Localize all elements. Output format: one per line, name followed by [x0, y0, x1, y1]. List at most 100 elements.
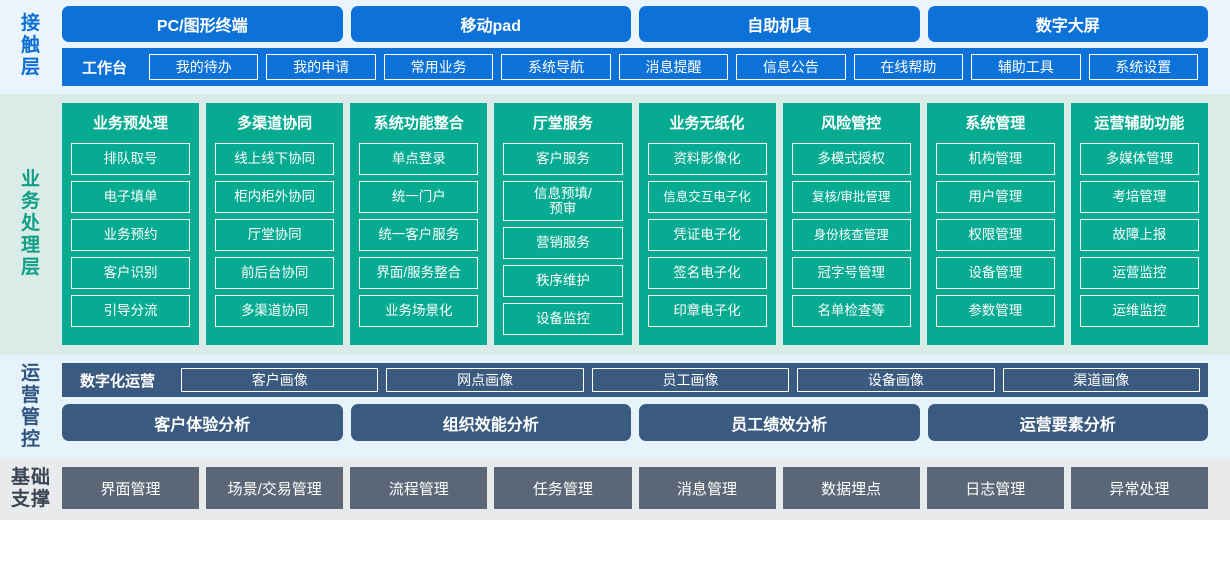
business-column: 系统管理 机构管理 用户管理 权限管理 设备管理 参数管理: [926, 103, 1064, 345]
foundation-layer: 基础支撑 界面管理 场景/交易管理 流程管理 任务管理 消息管理 数据埋点 日志…: [0, 459, 1230, 521]
channel-row: PC/图形终端 移动pad 自助机具 数字大屏: [62, 6, 1208, 42]
business-column: 厅堂服务 客户服务 信息预填/ 预审 营销服务 秩序维护 设备监控: [494, 103, 632, 345]
foundation-item[interactable]: 异常处理: [1070, 467, 1208, 510]
business-item[interactable]: 多模式授权: [791, 143, 911, 175]
foundation-item[interactable]: 任务管理: [494, 467, 632, 510]
business-item[interactable]: 多渠道协同: [215, 295, 335, 327]
foundation-item[interactable]: 数据埋点: [782, 467, 920, 510]
business-layer: 业务处理层 业务预处理 排队取号 电子填单 业务预约 客户识别 引导分流 多渠道…: [0, 94, 1230, 355]
business-item[interactable]: 参数管理: [935, 295, 1055, 327]
foundation-item[interactable]: 界面管理: [62, 467, 200, 510]
channel-item[interactable]: 数字大屏: [927, 6, 1208, 42]
portrait-chip[interactable]: 设备画像: [797, 368, 995, 392]
digital-operations-title: 数字化运营: [80, 372, 156, 390]
workbench-item[interactable]: 辅助工具: [971, 54, 1081, 80]
operations-layer: 运营管控 数字化运营 客户画像 网点画像 员工画像 设备画像 渠道画像 客户体验…: [0, 355, 1230, 460]
business-item[interactable]: 资料影像化: [647, 143, 767, 175]
business-item[interactable]: 统一客户服务: [359, 219, 479, 251]
business-item[interactable]: 权限管理: [935, 219, 1055, 251]
business-item[interactable]: 身份核查管理: [791, 219, 911, 251]
business-column-title: 多渠道协同: [237, 115, 313, 132]
business-item[interactable]: 信息交互电子化: [647, 181, 767, 213]
workbench-item[interactable]: 常用业务: [383, 54, 494, 80]
business-item[interactable]: 前后台协同: [215, 257, 335, 289]
foundation-layer-body: 界面管理 场景/交易管理 流程管理 任务管理 消息管理 数据埋点 日志管理 异常…: [62, 467, 1230, 511]
business-item[interactable]: 引导分流: [71, 295, 191, 327]
foundation-item[interactable]: 日志管理: [926, 467, 1064, 510]
portrait-chip[interactable]: 客户画像: [181, 368, 379, 392]
business-item[interactable]: 厅堂协同: [215, 219, 335, 251]
business-item[interactable]: 统一门户: [359, 181, 479, 213]
business-item[interactable]: 印章电子化: [647, 295, 767, 327]
business-column-title: 厅堂服务: [532, 115, 593, 132]
foundation-item[interactable]: 消息管理: [638, 467, 776, 510]
contact-layer-label: 接触层: [20, 13, 41, 78]
business-item[interactable]: 设备管理: [935, 257, 1055, 289]
analysis-item[interactable]: 运营要素分析: [927, 404, 1208, 441]
business-item[interactable]: 线上线下协同: [215, 143, 335, 175]
business-column-title: 系统功能整合: [373, 115, 464, 132]
foundation-item[interactable]: 场景/交易管理: [206, 467, 344, 510]
business-item[interactable]: 秩序维护: [503, 265, 623, 297]
business-item[interactable]: 运营监控: [1079, 257, 1199, 289]
business-item[interactable]: 电子填单: [71, 181, 191, 213]
contact-layer-body: PC/图形终端 移动pad 自助机具 数字大屏 工作台 我的待办 我的申请 常用…: [62, 6, 1230, 86]
workbench-item[interactable]: 消息提醒: [618, 54, 729, 80]
business-item[interactable]: 冠字号管理: [791, 257, 911, 289]
portrait-chip[interactable]: 渠道画像: [1002, 368, 1200, 392]
business-item[interactable]: 机构管理: [935, 143, 1055, 175]
business-column: 运营辅助功能 多媒体管理 考培管理 故障上报 运营监控 运维监控: [1070, 103, 1208, 345]
digital-operations-row: 数字化运营 客户画像 网点画像 员工画像 设备画像 渠道画像: [62, 363, 1208, 397]
business-column: 风险管控 多模式授权 复核/审批管理 身份核查管理 冠字号管理 名单检查等: [782, 103, 920, 345]
analysis-item[interactable]: 组织效能分析: [350, 404, 631, 441]
business-column: 业务无纸化 资料影像化 信息交互电子化 凭证电子化 签名电子化 印章电子化: [638, 103, 776, 345]
business-item[interactable]: 凭证电子化: [647, 219, 767, 251]
business-item[interactable]: 设备监控: [503, 303, 623, 335]
business-item[interactable]: 故障上报: [1079, 219, 1199, 251]
operations-layer-label: 运营管控: [20, 363, 41, 450]
business-item[interactable]: 多媒体管理: [1079, 143, 1199, 175]
business-layer-label: 业务处理层: [20, 169, 41, 278]
business-item[interactable]: 柜内柜外协同: [215, 181, 335, 213]
business-item[interactable]: 客户服务: [503, 143, 623, 175]
business-column-title: 风险管控: [821, 115, 882, 132]
business-item[interactable]: 营销服务: [503, 227, 623, 259]
business-item[interactable]: 业务场景化: [359, 295, 479, 327]
business-item[interactable]: 单点登录: [359, 143, 479, 175]
business-item[interactable]: 用户管理: [935, 181, 1055, 213]
business-item[interactable]: 运维监控: [1079, 295, 1199, 327]
workbench-bar: 工作台 我的待办 我的申请 常用业务 系统导航 消息提醒 信息公告 在线帮助 辅…: [62, 48, 1208, 86]
business-item[interactable]: 排队取号: [71, 143, 191, 175]
workbench-item[interactable]: 我的申请: [266, 54, 376, 80]
business-layer-body: 业务预处理 排队取号 电子填单 业务预约 客户识别 引导分流 多渠道协同 线上线…: [62, 103, 1230, 345]
analysis-item[interactable]: 员工绩效分析: [639, 404, 920, 441]
business-item[interactable]: 复核/审批管理: [791, 181, 911, 213]
foundation-layer-label: 基础支撑: [10, 467, 51, 511]
business-column: 多渠道协同 线上线下协同 柜内柜外协同 厅堂协同 前后台协同 多渠道协同: [206, 103, 344, 345]
portrait-chip[interactable]: 网点画像: [386, 368, 584, 392]
analysis-row: 客户体验分析 组织效能分析 员工绩效分析 运营要素分析: [62, 404, 1208, 441]
business-item[interactable]: 签名电子化: [647, 257, 767, 289]
business-item[interactable]: 信息预填/ 预审: [503, 181, 623, 221]
channel-item[interactable]: 自助机具: [639, 6, 920, 42]
workbench-item[interactable]: 系统导航: [501, 54, 611, 80]
operations-layer-body: 数字化运营 客户画像 网点画像 员工画像 设备画像 渠道画像 客户体验分析 组织…: [62, 363, 1230, 450]
business-item[interactable]: 界面/服务整合: [359, 257, 479, 289]
business-item[interactable]: 名单检查等: [791, 295, 911, 327]
workbench-item[interactable]: 我的待办: [149, 54, 259, 80]
workbench-item[interactable]: 信息公告: [736, 54, 846, 80]
workbench-title: 工作台: [82, 59, 128, 77]
channel-item[interactable]: PC/图形终端: [62, 6, 343, 42]
business-column-title: 业务预处理: [93, 115, 169, 132]
channel-item[interactable]: 移动pad: [350, 6, 631, 42]
portrait-chip[interactable]: 员工画像: [591, 368, 790, 392]
business-item[interactable]: 业务预约: [71, 219, 191, 251]
workbench-item[interactable]: 在线帮助: [853, 54, 964, 80]
business-item[interactable]: 客户识别: [71, 257, 191, 289]
workbench-item[interactable]: 系统设置: [1088, 54, 1198, 80]
foundation-item[interactable]: 流程管理: [350, 467, 488, 510]
business-column-title: 系统管理: [965, 115, 1026, 132]
analysis-item[interactable]: 客户体验分析: [62, 404, 343, 441]
business-item[interactable]: 考培管理: [1079, 181, 1199, 213]
